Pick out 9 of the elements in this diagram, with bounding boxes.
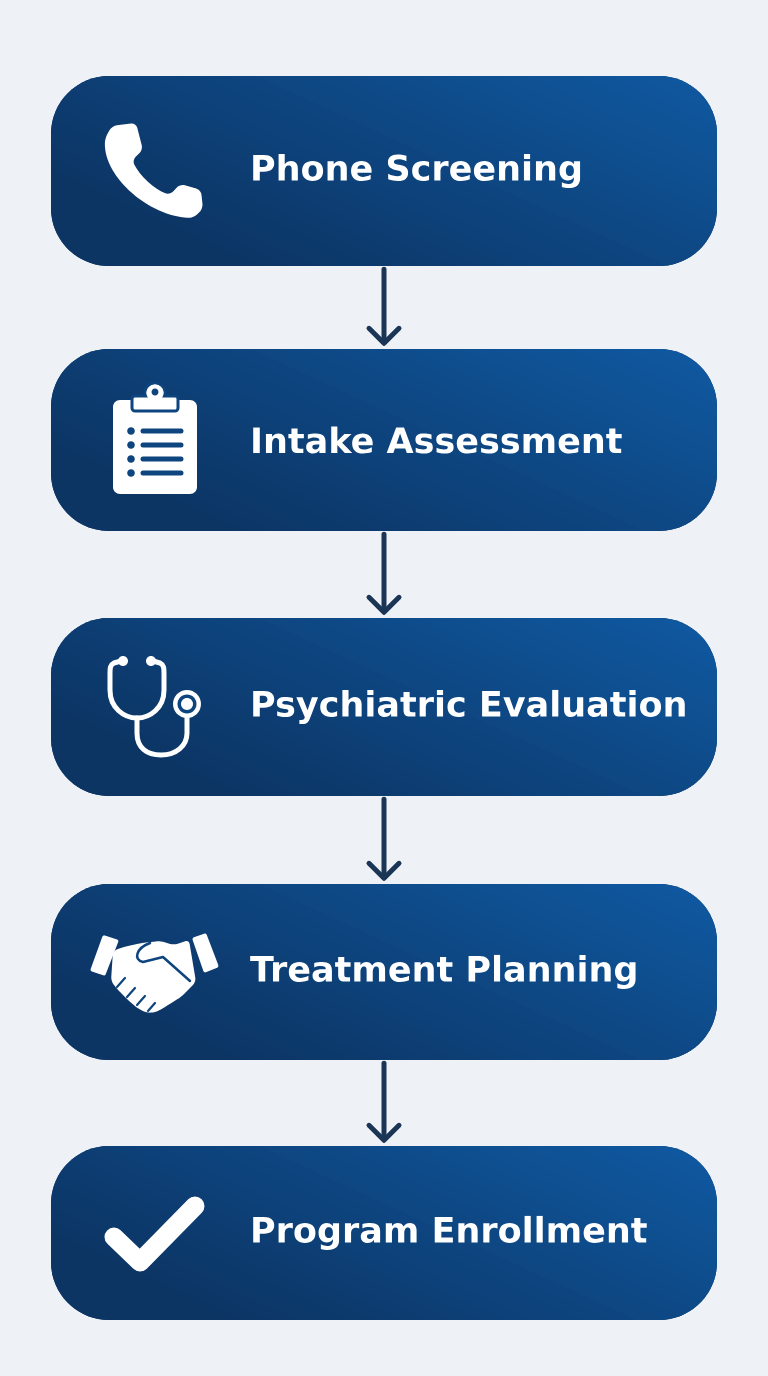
- process-box: Psychiatric Evaluation: [51, 618, 717, 796]
- process-box: Treatment Planning: [51, 884, 717, 1060]
- arrow: [366, 266, 402, 346]
- process-box: Program Enrollment: [51, 1146, 717, 1320]
- process-box: Phone Screening: [51, 76, 717, 266]
- process-box: Intake Assessment: [51, 349, 717, 531]
- arrow: [366, 1060, 402, 1143]
- arrow: [366, 531, 402, 615]
- arrow: [366, 796, 402, 881]
